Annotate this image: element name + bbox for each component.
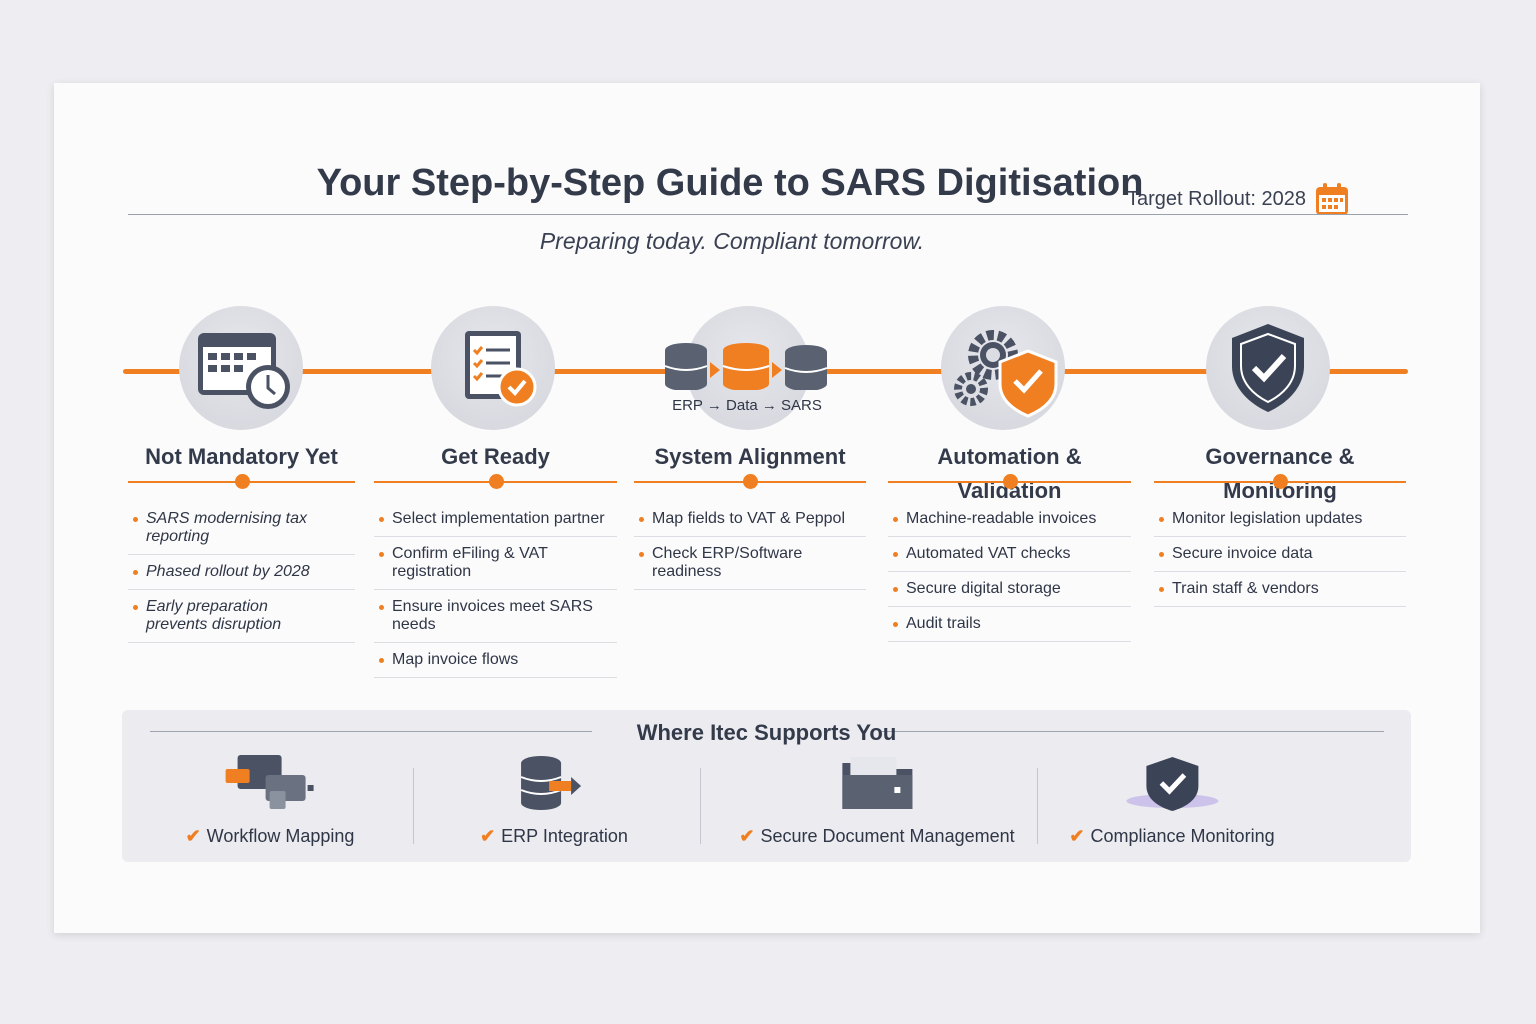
step-marker	[1154, 474, 1406, 489]
check-icon: ✔	[185, 826, 201, 846]
support-item-erp: ✔ERP Integration	[480, 755, 628, 847]
step-title: Governance & Monitoring	[1205, 444, 1355, 503]
list-item: Select implementation partner	[374, 502, 617, 537]
calendar-clock-icon	[198, 333, 290, 409]
erp-database-icon	[520, 756, 581, 810]
step-list: Select implementation partner Confirm eF…	[374, 502, 617, 678]
gears-shield-icon	[954, 330, 1058, 418]
list-item: Map invoice flows	[374, 643, 617, 678]
step-marker	[888, 474, 1131, 489]
list-item: Audit trails	[888, 607, 1131, 642]
panel-title-rule	[150, 731, 592, 732]
list-item: Automated VAT checks	[888, 537, 1131, 572]
list-item: Monitor legislation updates	[1154, 502, 1406, 537]
step-title: System Alignment	[654, 444, 846, 469]
check-icon: ✔	[739, 826, 755, 846]
list-item: Secure digital storage	[888, 572, 1131, 607]
target-rollout: Target Rollout: 2028	[1127, 181, 1350, 217]
shield-check-icon	[1126, 757, 1218, 811]
step-column-1: Not Mandatory Yet SARS modernising tax r…	[128, 440, 355, 643]
step-marker	[634, 474, 866, 489]
step-column-3: System Alignment Map fields to VAT & Pep…	[634, 440, 866, 590]
step-title: Automation & Validation	[937, 444, 1082, 503]
database-flow-icon	[664, 343, 828, 391]
checklist-icon	[465, 331, 537, 407]
page-title: Your Step-by-Step Guide to SARS Digitisa…	[316, 162, 1144, 204]
flow-label: ERP → Data → SARS	[672, 397, 822, 414]
step-list: Monitor legislation updates Secure invoi…	[1154, 502, 1406, 607]
check-icon: ✔	[480, 826, 496, 846]
calendar-icon	[1316, 183, 1348, 215]
list-item: Machine-readable invoices	[888, 502, 1131, 537]
panel-title-rule	[880, 731, 1384, 732]
step-1-icon-circle	[179, 306, 303, 430]
step-2-icon-circle	[431, 306, 555, 430]
step-title: Not Mandatory Yet	[145, 444, 338, 469]
support-item-workflow: ✔Workflow Mapping	[185, 755, 355, 847]
subtitle: Preparing today. Compliant tomorrow.	[539, 228, 925, 254]
divider	[1037, 768, 1038, 844]
support-panel: Where Itec Supports You ✔Workflow Mappin…	[122, 710, 1411, 862]
step-column-2: Get Ready Select implementation partner …	[374, 440, 617, 678]
step-marker	[128, 474, 355, 489]
step-marker	[374, 474, 617, 489]
check-icon: ✔	[1069, 826, 1085, 846]
list-item: Phased rollout by 2028	[128, 555, 355, 590]
support-title: Where Itec Supports You	[636, 720, 897, 745]
step-list: SARS modernising tax reporting Phased ro…	[128, 502, 355, 643]
title-divider	[128, 214, 1408, 215]
step-4-icon-circle	[941, 306, 1065, 430]
support-label: Workflow Mapping	[206, 826, 355, 846]
erp-data-sars-flow: ERP → Data → SARS	[664, 340, 830, 414]
folder-icon	[841, 757, 912, 809]
step-column-4: Automation & Validation Machine-readable…	[888, 440, 1131, 642]
step-list: Map fields to VAT & Peppol Check ERP/Sof…	[634, 502, 866, 590]
divider	[700, 768, 701, 844]
list-item: Early preparation prevents disruption	[128, 590, 308, 642]
list-item: Ensure invoices meet SARS needs	[374, 590, 617, 643]
support-label: Compliance Monitoring	[1090, 826, 1275, 846]
step-column-5: Governance & Monitoring Monitor legislat…	[1154, 440, 1406, 607]
list-item: Confirm eFiling & VAT registration	[374, 537, 617, 590]
list-item: Train staff & vendors	[1154, 572, 1406, 607]
list-item: SARS modernising tax reporting	[128, 502, 355, 555]
support-item-documents: ✔Secure Document Management	[739, 755, 1015, 847]
list-item: Map fields to VAT & Peppol	[634, 502, 866, 537]
step-title: Get Ready	[441, 444, 550, 469]
step-5-icon-circle	[1206, 306, 1330, 430]
step-list: Machine-readable invoices Automated VAT …	[888, 502, 1131, 642]
list-item: Check ERP/Software readiness	[634, 537, 866, 590]
workflow-icon	[225, 755, 314, 809]
rollout-label: Target Rollout: 2028	[1126, 187, 1306, 210]
divider	[413, 768, 414, 844]
support-label: ERP Integration	[501, 826, 628, 846]
support-label: Secure Document Management	[760, 826, 1015, 846]
shield-check-icon	[1232, 324, 1304, 412]
support-item-compliance: ✔Compliance Monitoring	[1069, 755, 1275, 847]
list-item: Secure invoice data	[1154, 537, 1406, 572]
